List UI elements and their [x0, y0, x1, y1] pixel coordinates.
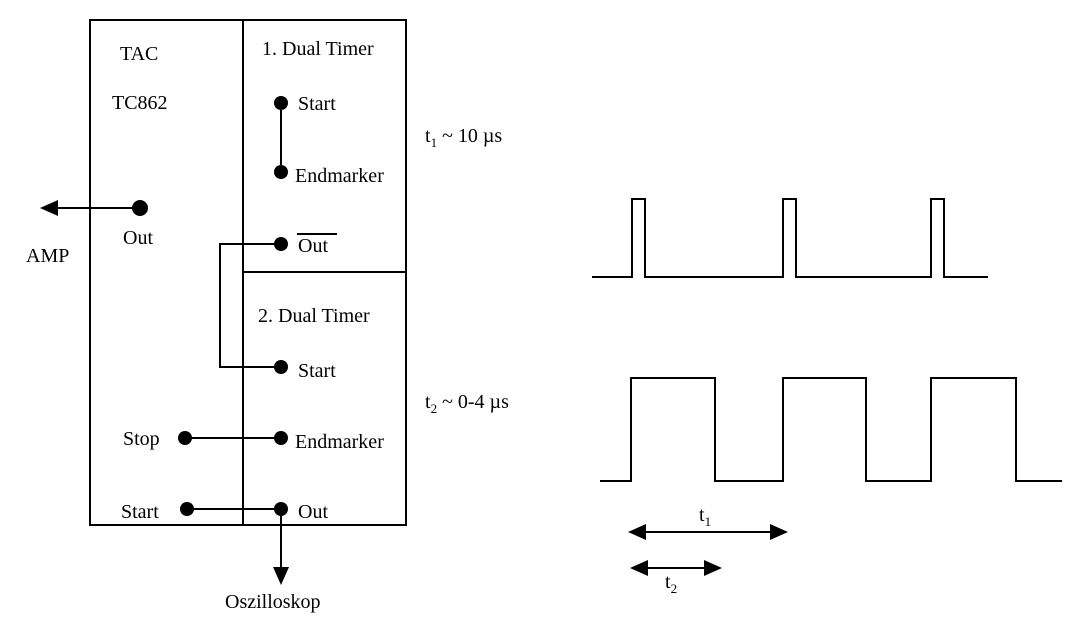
arrow-left-icon — [40, 200, 58, 216]
t2-symbol: t — [425, 391, 431, 413]
t2-value: ~ 0-4 µs — [442, 391, 509, 413]
arrow-left-icon — [630, 560, 648, 576]
timer1-endmarker-label: Endmarker — [295, 165, 384, 187]
tac-start-label: Start — [121, 501, 159, 523]
t1-subscript: 1 — [431, 135, 438, 150]
timer1-title: 1. Dual Timer — [262, 38, 374, 60]
t1-span-subscript: 1 — [705, 514, 712, 529]
tac-name-line2: TC862 — [112, 92, 168, 114]
timer1-endmarker-terminal — [274, 165, 288, 179]
tac-out-label: Out — [123, 227, 153, 249]
t1-span-label: t1 — [699, 504, 711, 529]
wire-outbar-to-timer2-start — [219, 243, 281, 368]
t1-timing-label: t1 ~ 10 µs — [425, 125, 502, 150]
pulse-train-t1-waveform — [592, 198, 988, 278]
t2-span-symbol: t — [665, 571, 671, 593]
timer2-out-label: Out — [298, 501, 328, 523]
timer2-title: 2. Dual Timer — [258, 305, 370, 327]
tac-name-line1: TAC — [120, 43, 158, 65]
arrow-left-icon — [628, 524, 646, 540]
oscilloscope-label: Oszilloskop — [225, 591, 321, 613]
pulse-train-t2-waveform — [600, 377, 1062, 482]
t1-value: ~ 10 µs — [442, 125, 502, 147]
t2-span-subscript: 2 — [671, 581, 678, 596]
amp-label: AMP — [26, 245, 69, 267]
tac-stop-label: Stop — [123, 428, 160, 450]
t2-subscript: 2 — [431, 401, 438, 416]
timer2-endmarker-label: Endmarker — [295, 431, 384, 453]
arrow-right-icon — [770, 524, 788, 540]
t2-timing-label: t2 ~ 0-4 µs — [425, 391, 509, 416]
timer1-out-bar-label: Out — [298, 235, 328, 257]
timer2-start-label: Start — [298, 360, 336, 382]
t1-span-symbol: t — [699, 504, 705, 526]
arrow-down-icon — [273, 567, 289, 585]
t2-span-label: t2 — [665, 571, 677, 596]
t1-symbol: t — [425, 125, 431, 147]
timer1-start-label: Start — [298, 93, 336, 115]
arrow-right-icon — [704, 560, 722, 576]
